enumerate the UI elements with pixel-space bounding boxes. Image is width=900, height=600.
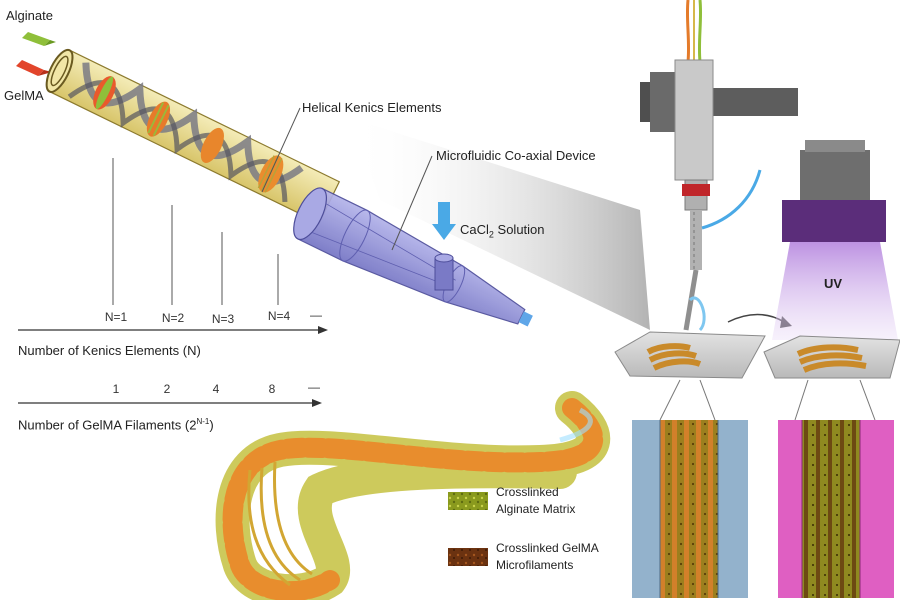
legend-gelma-line1: Crosslinked GelMA [496, 541, 599, 555]
kenics-callout-line [261, 107, 301, 193]
kenics-tick-1: N=1 [104, 310, 128, 324]
microfluidic-device-label: Microfluidic Co-axial Device [436, 148, 596, 163]
kenics-tick-2: N=2 [161, 311, 185, 325]
filaments-axis-title: Number of GelMA Filaments (2N-1) [18, 414, 214, 432]
filaments-axis-title-suffix: ) [209, 417, 214, 433]
cacl2-inlet-port [434, 257, 454, 291]
uv-lamp [772, 140, 898, 340]
mixing-tube [45, 48, 341, 224]
filament-tick-2: 2 [163, 382, 171, 396]
cacl2-label: CaCl2 Solution [460, 222, 545, 243]
device-callout-line [391, 155, 433, 251]
gelma-arrow-icon [16, 60, 52, 76]
kenics-axis [18, 326, 328, 334]
kenics-elements-label: Helical Kenics Elements [302, 100, 442, 115]
kenics-leader-lines [112, 158, 279, 305]
legend-alginate-text: Crosslinked Alginate Matrix [496, 484, 575, 518]
extruded-fiber [215, 391, 611, 600]
legend-alginate-line1: Crosslinked [496, 485, 559, 499]
kenics-tick-4: N=4 [267, 309, 291, 323]
kenics-helix [67, 62, 304, 203]
print-stage-left [614, 331, 766, 379]
filaments-axis [18, 399, 322, 407]
legend-alginate-line2: Alginate Matrix [496, 502, 576, 516]
projection-beam [350, 118, 650, 330]
cross-section-right [778, 420, 894, 598]
cacl2-prefix: CaCl [460, 222, 489, 237]
legend-gelma-line2: Microfilaments [496, 558, 574, 572]
filament-tick-8: 8 [268, 382, 276, 396]
kenics-tick-more: — [310, 308, 322, 322]
cacl2-arrow-icon [432, 202, 456, 240]
alginate-arrow-icon [22, 32, 56, 46]
filament-tick-4: 4 [212, 382, 220, 396]
legend-gelma-text: Crosslinked GelMA Microfilaments [496, 540, 599, 574]
filaments-axis-title-sup: N-1 [196, 417, 210, 426]
legend-swatch-alginate [448, 492, 488, 510]
print-stage-right [763, 335, 900, 379]
cross-section-left [632, 420, 748, 598]
filaments-axis-title-prefix: Number of GelMA Filaments (2 [18, 417, 197, 433]
printer-head [640, 0, 798, 332]
uv-label: UV [824, 276, 843, 291]
legend-swatch-gelma [448, 548, 488, 566]
alginate-input-label: Alginate [6, 8, 53, 23]
filament-tick-1: 1 [112, 382, 120, 396]
zoom-lines [659, 379, 876, 421]
filament-tick-more: — [308, 380, 320, 394]
kenics-axis-title: Number of Kenics Elements (N) [18, 343, 201, 358]
cacl2-suffix: Solution [493, 222, 545, 237]
kenics-tick-3: N=3 [211, 312, 235, 326]
cacl2-subscript: 2 [488, 229, 494, 240]
gelma-input-label: GelMA [4, 88, 44, 103]
coaxial-device [293, 187, 533, 327]
